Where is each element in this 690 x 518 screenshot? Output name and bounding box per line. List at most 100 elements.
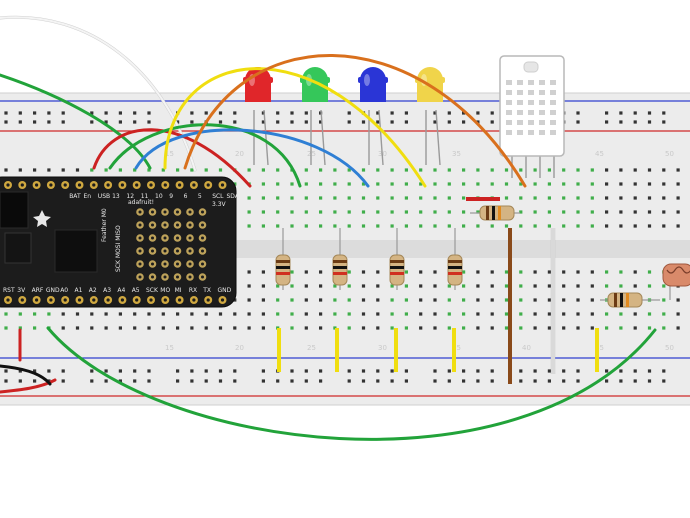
breadboard-hole (533, 270, 537, 274)
breadboard-hole (261, 168, 265, 172)
breadboard-hole (218, 326, 223, 330)
rail-hole (376, 369, 380, 373)
rail-hole (47, 120, 51, 124)
green-led-body (302, 67, 328, 102)
feather-proto-pad-hole (201, 223, 204, 227)
rail-hole (533, 369, 537, 373)
dht-grille (506, 80, 556, 135)
rail-hole (376, 120, 380, 124)
breadboard-hole (662, 312, 666, 316)
breadboard-hole (218, 312, 223, 316)
breadboard-hole (419, 210, 423, 214)
breadboard-hole (376, 182, 380, 186)
rail-hole (390, 369, 394, 373)
breadboard-hole (404, 168, 408, 172)
breadboard-hole (605, 182, 609, 186)
feather-bottom-pin-hole (192, 298, 196, 302)
breadboard-hole (276, 224, 280, 228)
breadboard-hole (261, 298, 265, 302)
breadboard-hole (161, 168, 165, 172)
feather-top-pin-label: 5 (198, 193, 202, 200)
rail-hole (118, 379, 122, 383)
feather-bottom-pin-label: ARF (32, 287, 44, 294)
rail-hole (376, 379, 380, 383)
breadboard-hole (204, 326, 208, 330)
breadboard-hole (419, 284, 423, 288)
rail-hole (490, 369, 494, 373)
dht-grille-slot (506, 130, 512, 135)
breadboard-hole (490, 224, 494, 228)
breadboard-hole (433, 196, 437, 200)
rail-hole (4, 379, 8, 383)
feather-proto-pad-hole (176, 275, 179, 279)
breadboard-hole (190, 168, 194, 172)
breadboard-hole (619, 270, 623, 274)
resistor-2-band-3 (333, 272, 347, 275)
breadboard-hole (462, 312, 466, 316)
feather-bottom-pin-label: A2 (89, 287, 97, 294)
resistor-2-band-2 (333, 266, 347, 269)
dht-grille-slot (550, 110, 556, 115)
feather-top-pin-label: USB (98, 193, 110, 200)
breadboard-hole (533, 224, 537, 228)
breadboard-hole (33, 312, 37, 316)
feather-bottom-pin-hole (135, 298, 139, 302)
breadboard-hole (33, 326, 37, 330)
breadboard-hole (290, 224, 294, 228)
breadboard-hole (18, 168, 22, 172)
breadboard-hole (519, 312, 523, 316)
rail-hole (476, 369, 480, 373)
breadboard-hole (562, 210, 566, 214)
feather-usb-area (4, 232, 32, 264)
breadboard-hole (290, 312, 294, 316)
rail-hole (90, 369, 94, 373)
breadboard-hole (233, 182, 237, 186)
breadboard-hole (290, 284, 294, 288)
breadboard-hole (433, 224, 437, 228)
breadboard-hole (633, 210, 637, 214)
dht-grille-slot (506, 100, 512, 105)
breadboard-hole (647, 312, 652, 316)
breadboard-hole (647, 270, 652, 274)
rail-hole (90, 120, 94, 124)
feather-proto-pad-hole (151, 223, 154, 227)
breadboard-hole (104, 326, 108, 330)
breadboard-hole (361, 196, 366, 200)
rail-hole (576, 369, 580, 373)
breadboard-hole (319, 284, 323, 288)
breadboard-hole (576, 284, 580, 288)
breadboard-hole (547, 326, 551, 330)
breadboard-hole (519, 224, 523, 228)
rail-hole (147, 111, 151, 115)
dht-grille-slot (539, 110, 545, 115)
breadboard-hole (347, 298, 351, 302)
breadboard-hole (261, 196, 265, 200)
breadboard-hole (276, 210, 280, 214)
breadboard-hole (261, 182, 265, 186)
feather-proto-pad-hole (201, 210, 204, 214)
rail-hole (4, 369, 8, 373)
breadboard-hole (376, 312, 380, 316)
breadboard-hole (433, 270, 437, 274)
rail-hole (147, 120, 151, 124)
resistor-1-band (276, 260, 290, 263)
breadboard-hole (633, 326, 637, 330)
rail-hole (290, 379, 294, 383)
rail-hole (662, 120, 666, 124)
breadboard-hole (290, 298, 294, 302)
feather-proto-pad-hole (138, 236, 142, 240)
breadboard-hole (18, 326, 22, 330)
feather-top-pin-label: En (84, 193, 92, 200)
breadboard-hole (276, 196, 280, 200)
dht-grille-slot (550, 90, 556, 95)
breadboard-hole (547, 270, 551, 274)
feather-proto-pad-hole (176, 210, 179, 214)
rail-hole (133, 379, 137, 383)
breadboard-hole (361, 298, 366, 302)
rail-hole (261, 369, 265, 373)
feather-proto-pad-hole (138, 262, 142, 266)
breadboard-hole (576, 326, 580, 330)
breadboard-hole (562, 284, 566, 288)
breadboard-hole (576, 168, 580, 172)
